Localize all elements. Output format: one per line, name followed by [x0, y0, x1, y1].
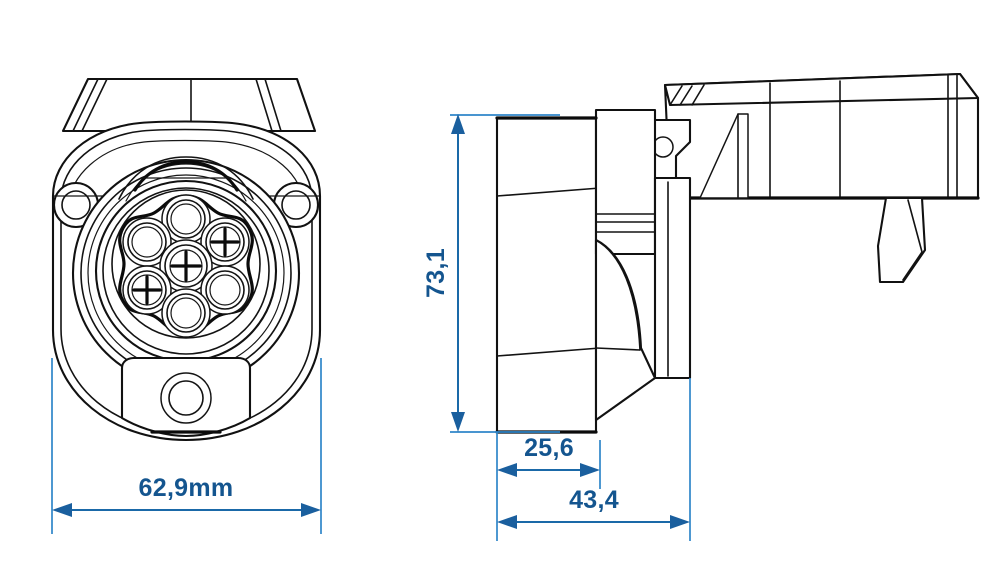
pin-socket-lower-left: [122, 265, 172, 315]
side-view-rear-housing: [653, 176, 692, 380]
front-view-mounting-hole-left: [52, 181, 100, 229]
pin-socket-lower-right: [200, 265, 250, 315]
dimension-43-4-label: 43,4: [569, 486, 619, 514]
dimension-62-9mm: 62,9mm: [51, 358, 322, 534]
dimension-73-1-label: 73,1: [422, 248, 450, 298]
pin-socket-top: [161, 194, 211, 244]
side-view: [495, 72, 980, 434]
side-view-socket-body: [495, 116, 601, 434]
pin-socket-center: [159, 239, 213, 293]
front-view: [51, 77, 322, 442]
dimension-73-1: 73,1: [422, 114, 560, 433]
dimension-43-4: 43,4: [496, 378, 691, 541]
front-view-pin-array: [122, 194, 250, 338]
dimension-25-6: 25,6: [496, 432, 601, 489]
side-view-rear-taper: [594, 238, 657, 422]
dimension-62-9mm-label: 62,9mm: [139, 474, 234, 502]
front-view-seal-lip: [118, 156, 254, 202]
front-view-bottom-tab: [120, 356, 252, 438]
dimension-25-6-label: 25,6: [524, 434, 574, 462]
side-view-hinged-lid-open: [663, 72, 980, 284]
pin-socket-upper-right: [200, 217, 250, 267]
pin-socket-bottom: [161, 288, 211, 338]
